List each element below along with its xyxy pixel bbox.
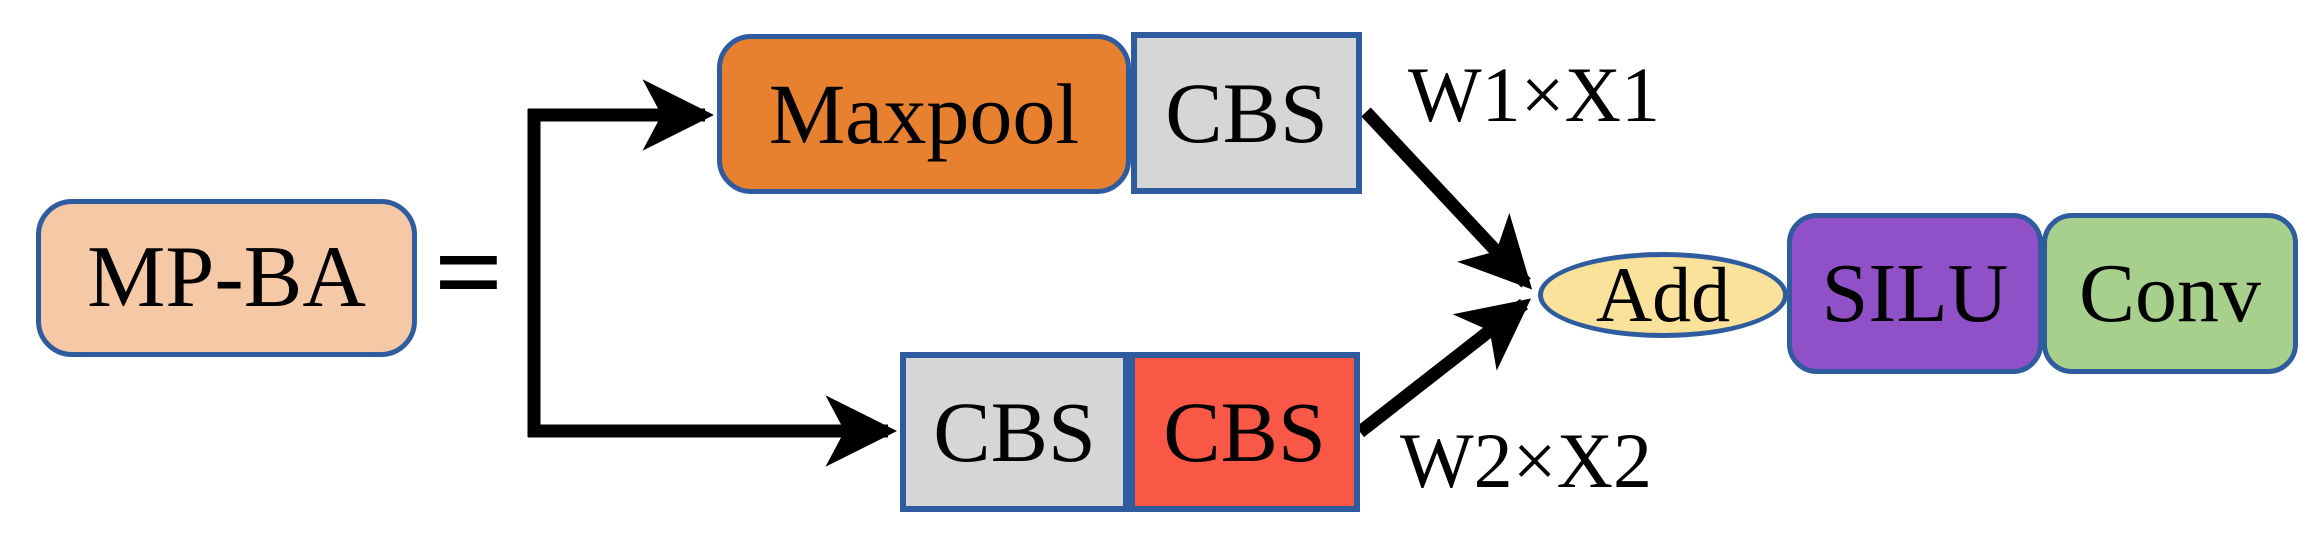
weight-label-w1x1: W1×X1 <box>1408 51 1660 138</box>
cbs-block-bottom-red: CBS <box>1129 352 1360 512</box>
silu-block: SILU <box>1787 213 2043 374</box>
maxpool-block: Maxpool <box>717 34 1131 194</box>
equals-sign: = <box>434 205 504 340</box>
arrow-top-branch-to-add <box>1361 107 1533 290</box>
cbs-bottom-red-label: CBS <box>1163 384 1326 480</box>
cbs-block-bottom-gray: CBS <box>900 352 1129 512</box>
mp-ba-label: MP-BA <box>87 229 366 326</box>
arrow-bottom-branch-to-add <box>1356 298 1532 438</box>
cbs-block-top: CBS <box>1131 32 1362 194</box>
add-label: Add <box>1595 251 1731 338</box>
weight-label-w2x2: W2×X2 <box>1400 417 1652 504</box>
cbs-top-label: CBS <box>1165 65 1328 161</box>
silu-label: SILU <box>1821 246 2009 340</box>
mp-ba-block: MP-BA <box>36 199 417 357</box>
maxpool-label: Maxpool <box>768 66 1080 162</box>
conv-label: Conv <box>2078 246 2262 340</box>
cbs-bottom-gray-label: CBS <box>933 384 1096 480</box>
add-node: Add <box>1538 252 1788 338</box>
conv-block: Conv <box>2042 213 2298 374</box>
